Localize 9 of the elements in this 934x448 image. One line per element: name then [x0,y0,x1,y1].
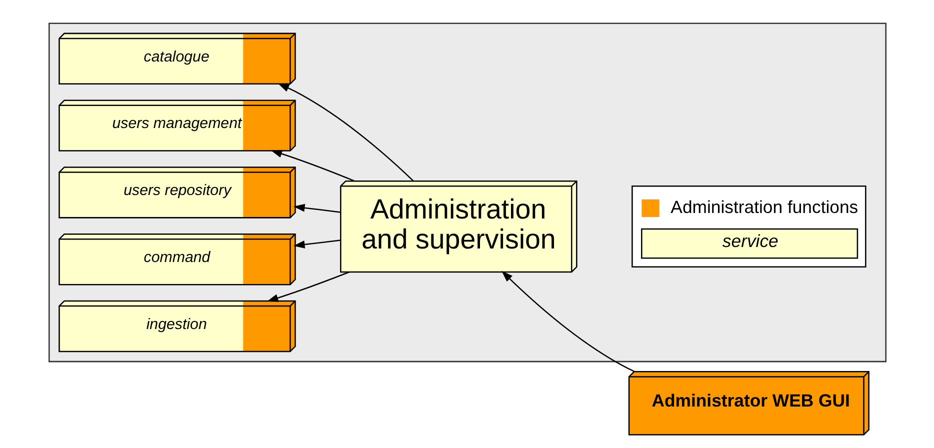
legend-label: Administration functions [670,196,858,217]
arrow [292,240,340,248]
arrow [292,204,340,213]
arrow [270,150,354,182]
arrow [501,270,634,372]
legend-label: service [722,230,778,251]
arrow [266,271,350,302]
cluster [48,22,886,362]
arrow [277,83,414,182]
